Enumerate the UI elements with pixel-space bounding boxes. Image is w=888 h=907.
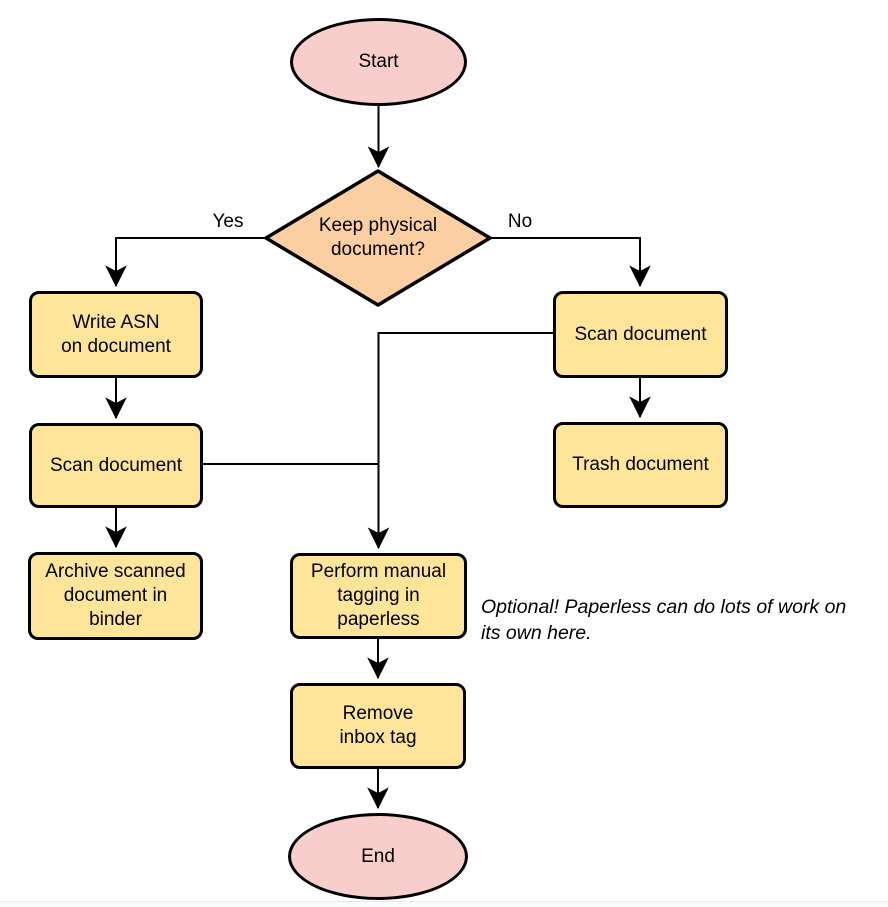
edge-decision-no-to-scan-right xyxy=(490,237,651,288)
trash-document-node: Trash document xyxy=(553,422,728,508)
edge-scan-right-to-tagging xyxy=(367,332,553,550)
write-asn-node-label: Write ASN on document xyxy=(61,311,171,357)
page-bottom-divider xyxy=(0,901,888,907)
remove-inbox-tag-node: Remove inbox tag xyxy=(290,683,466,769)
scan-document-right-node: Scan document xyxy=(553,291,728,378)
write-asn-node: Write ASN on document xyxy=(29,291,203,378)
scan-document-left-node-label: Scan document xyxy=(49,454,183,476)
end-node-label: End xyxy=(361,845,395,867)
archive-node-label: Archive scanned document in binder xyxy=(45,561,186,630)
remove-inbox-tag-node-label: Remove inbox tag xyxy=(339,703,417,748)
diamond-shape xyxy=(264,169,492,307)
archive-node: Archive scanned document in binder xyxy=(28,552,203,640)
edge-decision-yes-to-write-asn xyxy=(105,237,266,288)
decision-node: Keep physical document? xyxy=(262,167,494,309)
no-edge-label: No xyxy=(507,211,533,232)
manual-tagging-node: Perform manual tagging in paperless xyxy=(290,553,467,639)
scan-document-right-node-label: Scan document xyxy=(574,323,707,345)
yes-edge-label: Yes xyxy=(212,211,244,232)
optional-note: Optional! Paperless can do lots of work … xyxy=(481,596,847,644)
start-node: Start xyxy=(290,18,467,106)
start-node-label: Start xyxy=(358,51,399,72)
decision-node-label: Keep physical document? xyxy=(318,215,438,260)
manual-tagging-node-label: Perform manual tagging in paperless xyxy=(310,561,447,630)
end-node: End xyxy=(288,813,468,900)
scan-document-left-node: Scan document xyxy=(29,423,203,508)
trash-document-node-label: Trash document xyxy=(572,454,709,475)
